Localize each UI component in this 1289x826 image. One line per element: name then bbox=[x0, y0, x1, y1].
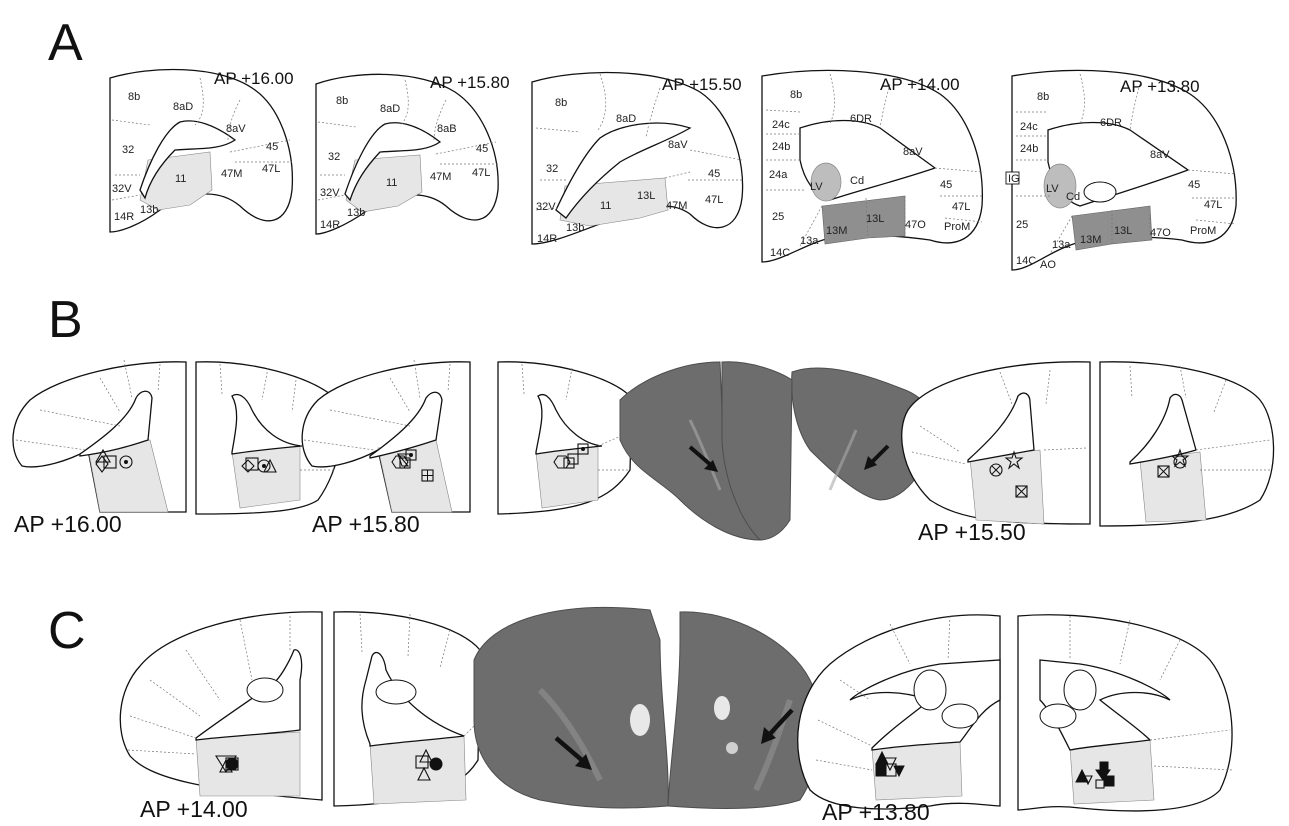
atlas-section-a3: 8b 8aD 8aV 32 45 47L 47M 13L 11 32V 13b … bbox=[532, 73, 743, 245]
region-label: 8b bbox=[555, 97, 567, 109]
region-label: 11 bbox=[600, 200, 611, 212]
region-label: 45 bbox=[266, 141, 278, 153]
region-label: 24b bbox=[772, 141, 790, 153]
region-label: ProM bbox=[1190, 225, 1216, 237]
region-label: 47O bbox=[905, 219, 926, 231]
region-label: IG bbox=[1008, 173, 1020, 185]
region-label: 8aD bbox=[173, 101, 193, 113]
ap-label: AP +16.00 bbox=[14, 511, 122, 537]
region-label: 32 bbox=[328, 151, 340, 163]
ap-label: AP +15.50 bbox=[918, 519, 1026, 545]
region-label: 47L bbox=[1204, 199, 1222, 211]
region-label: 8aD bbox=[380, 103, 400, 115]
region-label: 47M bbox=[666, 200, 687, 212]
region-label: 14R bbox=[320, 219, 340, 231]
region-label: 13b bbox=[140, 204, 158, 216]
region-label: 13L bbox=[1114, 225, 1132, 237]
region-label: 13M bbox=[826, 225, 847, 237]
region-label: 32 bbox=[546, 163, 558, 175]
region-label: 45 bbox=[1188, 179, 1200, 191]
region-label: 45 bbox=[476, 143, 488, 155]
region-label: Cd bbox=[1066, 191, 1080, 203]
region-label: 13b bbox=[566, 222, 584, 234]
region-label: 13L bbox=[866, 213, 884, 225]
region-label: 8b bbox=[790, 89, 802, 101]
region-label: Cd bbox=[850, 175, 864, 187]
ap-label: AP +13.80 bbox=[822, 799, 930, 825]
region-label: 47L bbox=[705, 194, 723, 206]
region-label: 8b bbox=[128, 91, 140, 103]
ap-label: AP +13.80 bbox=[1120, 77, 1200, 96]
ap-label: AP +16.00 bbox=[214, 69, 294, 88]
region-label: 13M bbox=[1080, 234, 1101, 246]
region-label: LV bbox=[810, 181, 823, 193]
region-label: 8aB bbox=[437, 123, 457, 135]
region-label: 8b bbox=[1037, 91, 1049, 103]
tissue-section-right bbox=[668, 612, 821, 809]
atlas-section-a1: 8b 8aD 8aV 32 45 47L 47M 11 32V 13b 14R … bbox=[110, 69, 294, 232]
region-label: 11 bbox=[386, 177, 397, 189]
region-label: 32V bbox=[320, 187, 340, 199]
region-label: 13L bbox=[637, 190, 655, 202]
region-label: 13b bbox=[347, 207, 365, 219]
ap-label: AP +14.00 bbox=[880, 75, 960, 94]
region-label: 47M bbox=[221, 168, 242, 180]
region-label: 25 bbox=[1016, 219, 1028, 231]
region-label: 45 bbox=[940, 179, 952, 191]
region-label: ProM bbox=[944, 221, 970, 233]
atlas-section-a4: 8b 6DR 24c 24b 8aV 24a LV Cd 45 47L 25 1… bbox=[762, 70, 982, 262]
panel-label-a: A bbox=[48, 14, 83, 72]
region-label: 32V bbox=[536, 201, 556, 213]
region-label: 8aV bbox=[1150, 149, 1170, 161]
region-label: 13a bbox=[800, 235, 819, 247]
region-label: 47L bbox=[472, 167, 490, 179]
region-label: 8b bbox=[336, 95, 348, 107]
region-label: 47L bbox=[952, 201, 970, 213]
ap-label: AP +15.80 bbox=[430, 73, 510, 92]
panel-c: AP +14.00 AP +13.80 bbox=[120, 607, 1232, 825]
region-label: 8aV bbox=[226, 123, 246, 135]
region-label: 14C bbox=[1016, 255, 1036, 267]
region-label: 32 bbox=[122, 144, 134, 156]
ap-label: AP +14.00 bbox=[140, 796, 248, 822]
region-label: 24b bbox=[1020, 143, 1038, 155]
region-label: 13a bbox=[1052, 239, 1071, 251]
region-label: 47M bbox=[430, 171, 451, 183]
panel-b: AP +16.00 AP +15.80 AP +15.50 bbox=[13, 360, 1274, 545]
region-label: LV bbox=[1046, 183, 1059, 195]
ap-label: AP +15.50 bbox=[662, 75, 742, 94]
region-label: 14R bbox=[537, 233, 557, 245]
region-label: 47O bbox=[1150, 227, 1171, 239]
region-label: 24c bbox=[772, 119, 790, 131]
region-label: 14R bbox=[114, 211, 134, 223]
region-label: 47L bbox=[262, 163, 280, 175]
region-label: 24a bbox=[769, 169, 788, 181]
ap-label: AP +15.80 bbox=[312, 511, 420, 537]
region-label: 32V bbox=[112, 183, 132, 195]
region-label: 6DR bbox=[1100, 117, 1122, 129]
region-label: 8aV bbox=[668, 139, 688, 151]
region-label: AO bbox=[1040, 259, 1056, 271]
region-label: 24c bbox=[1020, 121, 1038, 133]
panel-label-c: C bbox=[48, 602, 86, 660]
atlas-section-a5: 8b 6DR 24c 24b 8aV IG LV Cd 45 47L 25 13… bbox=[1006, 70, 1236, 271]
region-label: 8aD bbox=[616, 113, 636, 125]
panel-label-b: B bbox=[48, 291, 83, 349]
region-label: 45 bbox=[708, 168, 720, 180]
region-label: 14C bbox=[770, 247, 790, 259]
atlas-section-a2: 8b 8aD 8aB 32 45 47L 47M 11 32V 13b 14R … bbox=[316, 73, 510, 234]
region-label: 11 bbox=[175, 173, 186, 185]
region-label: 8aV bbox=[903, 146, 923, 158]
region-label: 25 bbox=[772, 211, 784, 223]
region-label: 6DR bbox=[850, 113, 872, 125]
